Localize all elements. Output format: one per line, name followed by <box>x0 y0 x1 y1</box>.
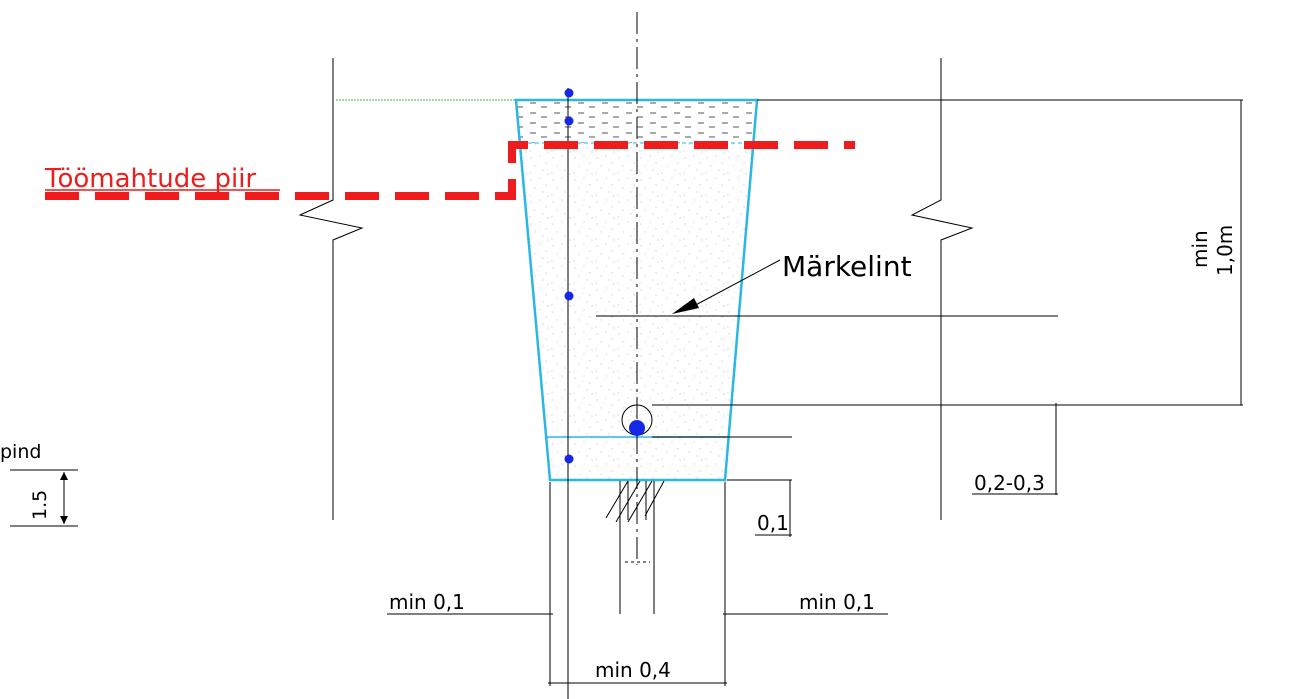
left-break-line <box>298 58 364 520</box>
bedding-label: 0,1 <box>757 511 789 535</box>
ground-rod-detail <box>605 480 665 614</box>
depth-value-label: 1,0m <box>1213 225 1237 276</box>
trench-outline <box>514 98 759 482</box>
depth-min-label: min <box>1188 230 1212 268</box>
marker-tape-label: Märkelint <box>782 250 912 283</box>
survey-point <box>564 291 574 301</box>
work-boundary-label: Töömahtude piir <box>44 164 256 194</box>
survey-point <box>564 88 574 98</box>
survey-point <box>564 116 574 126</box>
work-boundary-line <box>45 141 855 200</box>
small-dim-arrow-bottom <box>60 516 68 524</box>
left-margin-label: min 0,1 <box>389 590 465 614</box>
right-margin-label: min 0,1 <box>799 590 875 614</box>
small-dim-arrow-top <box>60 472 68 480</box>
right-break-line <box>910 58 974 520</box>
surface-partial-label: pind <box>0 441 41 463</box>
marker-tape-leader <box>689 259 781 309</box>
cable-point <box>629 420 645 436</box>
small-dimension-label: 1.5 <box>29 490 51 520</box>
bottom-width-label: min 0,4 <box>595 658 671 682</box>
survey-point <box>564 454 574 464</box>
marker-tape-arrow <box>672 298 699 314</box>
cover-height-label: 0,2-0,3 <box>974 471 1045 495</box>
